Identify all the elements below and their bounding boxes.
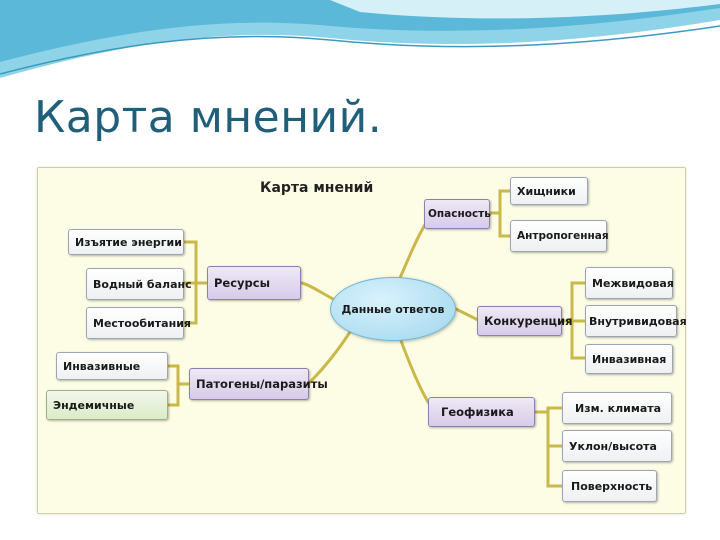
bracket-resources bbox=[182, 240, 208, 325]
connector-center-pathogens bbox=[308, 330, 352, 384]
bracket-geophysics bbox=[533, 406, 564, 488]
branch-danger: Опасность bbox=[424, 199, 491, 229]
bracket-danger bbox=[488, 189, 512, 238]
branch-competition: Конкуренция bbox=[477, 306, 573, 336]
leaf-water-balance: Водный баланс bbox=[86, 268, 192, 300]
bracket-pathogens bbox=[166, 364, 192, 407]
bracket-competition bbox=[560, 281, 587, 360]
branch-pathogens: Патогены/паразиты bbox=[189, 368, 328, 400]
wave-line bbox=[0, 25, 720, 75]
leaf-energy-extraction: Изъятие энергии bbox=[68, 229, 184, 255]
center-node: Данные ответов bbox=[330, 277, 456, 341]
leaf-anthropogenic: Антропогенная bbox=[510, 220, 609, 252]
wave-highlight bbox=[330, 0, 720, 19]
leaf-intraspecific: Внутривидовая bbox=[585, 305, 687, 337]
leaf-surface: Поверхность bbox=[562, 470, 657, 502]
leaf-habitats: Местообитания bbox=[86, 307, 191, 339]
header-wave-decoration bbox=[0, 0, 720, 78]
leaf-interspecific: Межвидовая bbox=[585, 267, 674, 299]
leaf-climate-change: Изм. климата bbox=[562, 392, 672, 424]
leaf-invasive-competition: Инвазивная bbox=[585, 344, 673, 374]
diagram-title: Карта мнений bbox=[260, 180, 374, 196]
connector-center-geophysics bbox=[398, 336, 432, 407]
branch-resources: Ресурсы bbox=[207, 266, 301, 300]
connector-center-resources bbox=[300, 281, 337, 302]
leaf-slope-altitude: Уклон/высота bbox=[562, 430, 672, 462]
branch-geophysics: Геофизика bbox=[428, 397, 535, 427]
slide-title: Карта мнений. bbox=[34, 92, 383, 143]
connector-center-danger bbox=[398, 218, 430, 280]
leaf-predators: Хищники bbox=[510, 177, 588, 205]
leaf-invasive-pathogens: Инвазивные bbox=[56, 352, 168, 380]
leaf-endemic: Эндемичные bbox=[46, 390, 168, 420]
